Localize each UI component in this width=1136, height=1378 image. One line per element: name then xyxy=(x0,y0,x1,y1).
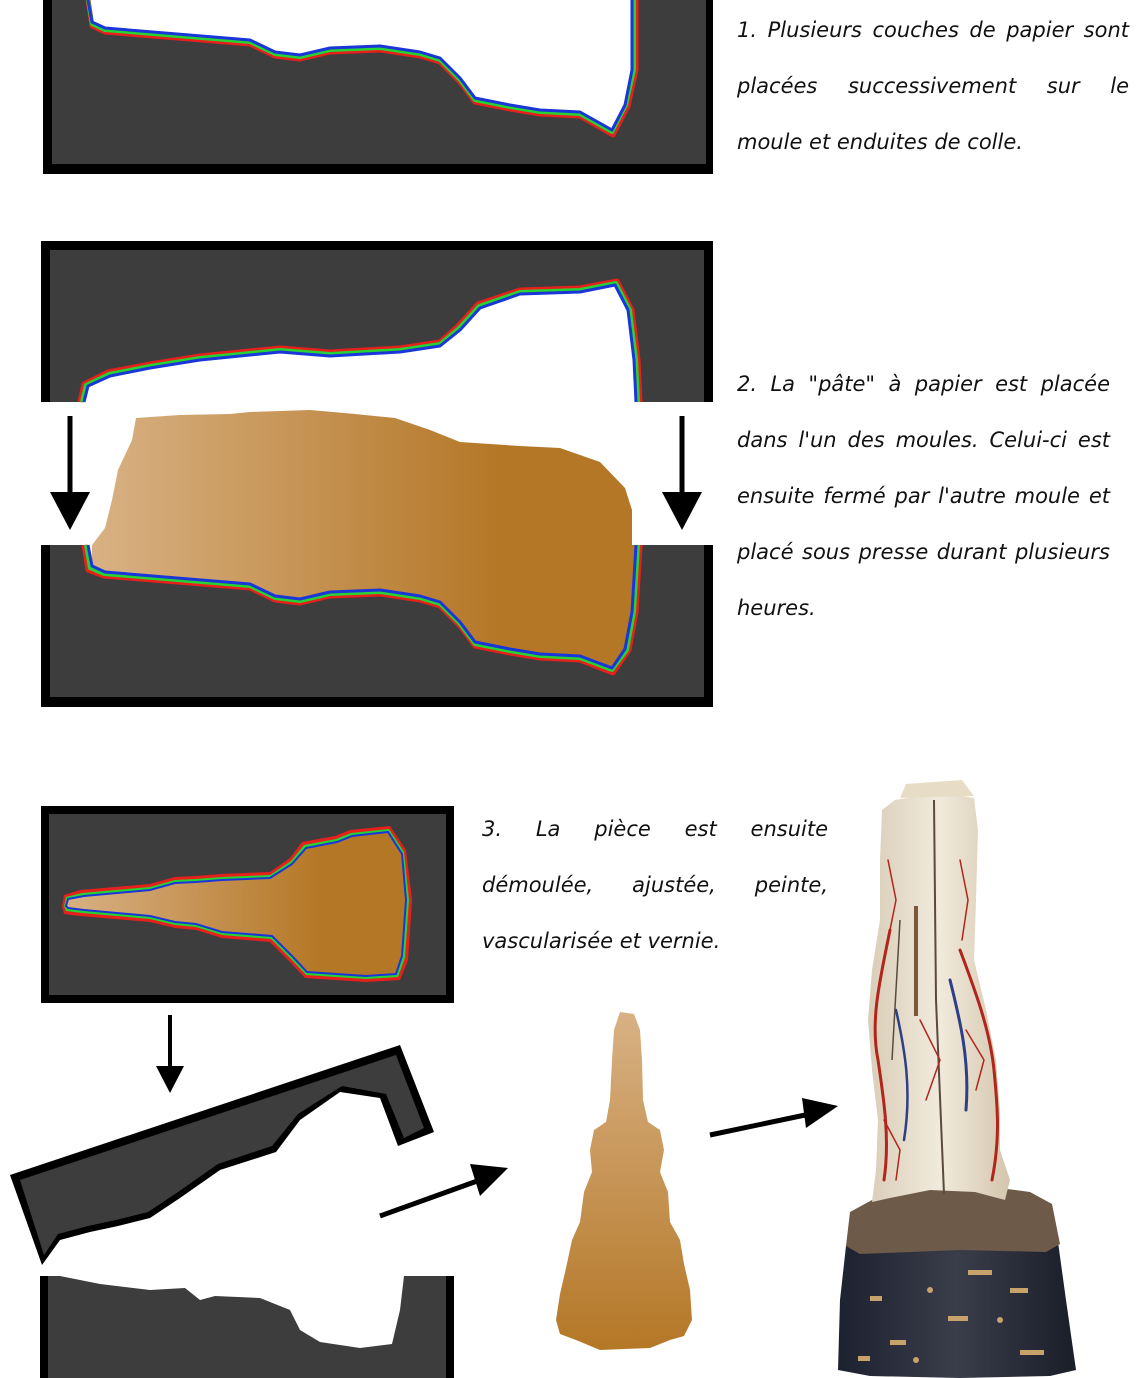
step3-caption: 3. La pièce est ensuite démoulée, ajusté… xyxy=(482,801,828,969)
step1-caption: 1. Plusieurs couches de papier sont plac… xyxy=(737,2,1129,170)
step2-upper-mold xyxy=(41,241,713,402)
hoof-horn xyxy=(838,1242,1076,1378)
step2-caption: 2. La "pâte" à papier est placée dans l'… xyxy=(737,356,1110,636)
step3-closed-mold xyxy=(41,806,454,1003)
step3-lower-mold-opened xyxy=(40,1276,454,1378)
